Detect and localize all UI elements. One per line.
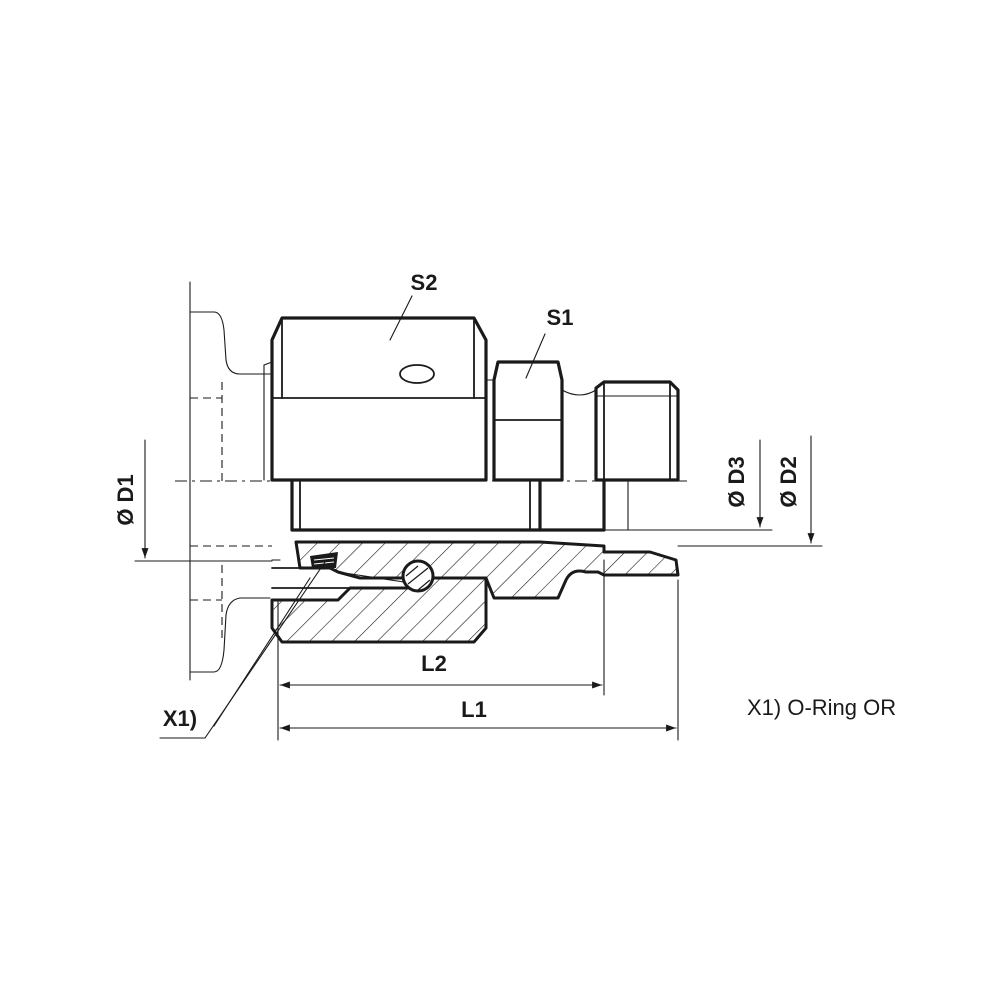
footnote-o-ring: X1) O-Ring OR [747, 695, 896, 720]
label-s1: S1 [547, 305, 574, 330]
adjacent-tube-phantom [189, 281, 272, 681]
dimension-d2 [677, 435, 823, 547]
threaded-stud [594, 380, 680, 482]
label-d1: Ø D1 [113, 474, 138, 525]
label-l2: L2 [421, 651, 447, 676]
nut-marking-ellipse [399, 364, 435, 384]
label-l1: L1 [461, 697, 487, 722]
leader-x1 [159, 561, 326, 739]
dimension-l2 [277, 559, 605, 741]
dimension-l1 [279, 579, 679, 741]
leader-s1 [525, 333, 546, 379]
label-x1: X1) [163, 706, 197, 731]
tube-inner-lines [271, 559, 405, 589]
dimension-d3 [613, 439, 773, 531]
bore-outline [290, 480, 679, 532]
o-ring [401, 559, 435, 593]
label-d2: Ø D2 [776, 456, 801, 507]
leader-s2 [389, 295, 413, 341]
nut-section-hatched [270, 576, 488, 644]
swivel-nut-s2 [263, 316, 488, 482]
label-d3: Ø D3 [724, 456, 749, 507]
body-hex-s1 [485, 360, 597, 482]
dimension-d1 [134, 439, 273, 562]
label-s2: S2 [411, 270, 438, 295]
